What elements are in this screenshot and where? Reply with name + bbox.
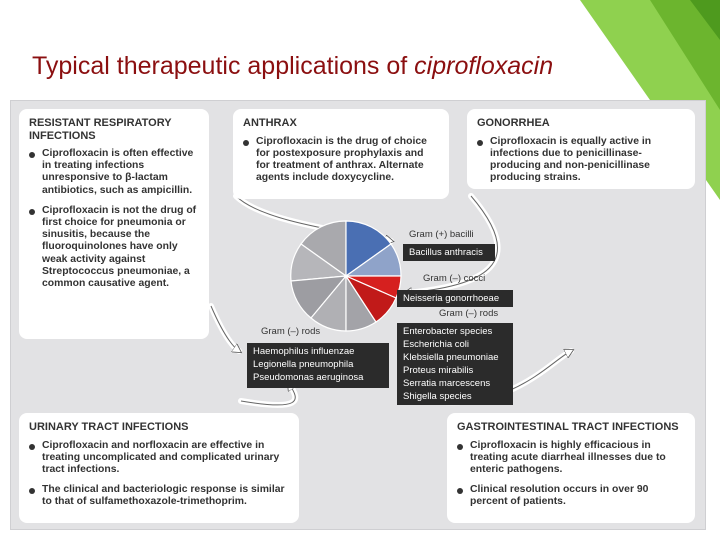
panel-gi: GASTROINTESTINAL TRACT INFECTIONS Ciprof…	[447, 413, 695, 523]
organism-bacillus-anthracis: Bacillus anthracis	[409, 247, 483, 258]
group-label-gram-neg-rods-left: Gram (–) rods	[261, 326, 321, 337]
arrow-respiratory	[208, 303, 242, 354]
panel-gonorrhea-item-1: Ciprofloxacin is equally active in infec…	[477, 136, 685, 185]
panel-anthrax-heading: ANTHRAX	[243, 117, 297, 129]
group-label-gram-pos-bacilli: Gram (+) bacilli	[409, 229, 474, 240]
organism-enterobacter: Enterobacter species	[403, 326, 493, 337]
panel-urinary-item-2: The clinical and bacteriologic response …	[29, 484, 289, 508]
organism-escherichia-coli: Escherichia coli	[403, 339, 469, 350]
organism-box-gram-pos-bacilli: Bacillus anthracis	[403, 244, 495, 261]
panel-gonorrhea-heading: GONORRHEA	[477, 117, 550, 129]
panel-gi-heading: GASTROINTESTINAL TRACT INFECTIONS	[457, 421, 679, 433]
panel-respiratory-item-1: Ciprofloxacin is often effective in trea…	[29, 148, 199, 197]
organism-haemophilus: Haemophilus influenzae	[253, 346, 355, 357]
figure-graphics	[208, 193, 706, 408]
group-label-gram-neg-cocci: Gram (–) cocci	[423, 273, 486, 284]
organism-neisseria-gonorrhoeae: Neisseria gonorrhoeae	[403, 293, 500, 304]
figure: RESISTANT RESPIRATORY INFECTIONS Ciprofl…	[10, 100, 706, 530]
organism-box-gram-neg-rods-left: Haemophilus influenzae Legionella pneumo…	[247, 343, 389, 388]
panel-urinary-heading: URINARY TRACT INFECTIONS	[29, 421, 189, 433]
panel-urinary: URINARY TRACT INFECTIONS Ciprofloxacin a…	[19, 413, 299, 523]
organism-pie	[290, 220, 402, 332]
organism-klebsiella: Klebsiella pneumoniae	[403, 352, 499, 363]
group-label-gram-neg-rods-right: Gram (–) rods	[439, 308, 499, 319]
panel-urinary-item-1: Ciprofloxacin and norfloxacin are effect…	[29, 440, 289, 477]
organism-pseudomonas: Pseudomonas aeruginosa	[253, 372, 364, 383]
organism-legionella: Legionella pneumophila	[253, 359, 354, 370]
slide-title: Typical therapeutic applications of cipr…	[32, 52, 554, 80]
organism-box-gram-neg-rods-right: Enterobacter species Escherichia coli Kl…	[397, 323, 513, 405]
panel-gi-item-1: Ciprofloxacin is highly efficacious in t…	[457, 440, 685, 477]
panel-anthrax: ANTHRAX Ciprofloxacin is the drug of cho…	[233, 109, 449, 199]
organism-shigella: Shigella species	[403, 391, 472, 402]
organism-serratia: Serratia marcescens	[403, 378, 491, 389]
panel-anthrax-item-1: Ciprofloxacin is the drug of choice for …	[243, 136, 439, 185]
panel-respiratory-heading: RESISTANT RESPIRATORY INFECTIONS	[29, 117, 172, 142]
panel-respiratory: RESISTANT RESPIRATORY INFECTIONS Ciprofl…	[19, 109, 209, 339]
panel-gi-item-2: Clinical resolution occurs in over 90 pe…	[457, 484, 685, 508]
panel-gonorrhea: GONORRHEA Ciprofloxacin is equally activ…	[467, 109, 695, 189]
panel-respiratory-item-2: Ciprofloxacin is not the drug of first c…	[29, 205, 199, 290]
organism-box-gram-neg-cocci: Neisseria gonorrhoeae	[397, 290, 513, 307]
organism-proteus: Proteus mirabilis	[403, 365, 474, 376]
